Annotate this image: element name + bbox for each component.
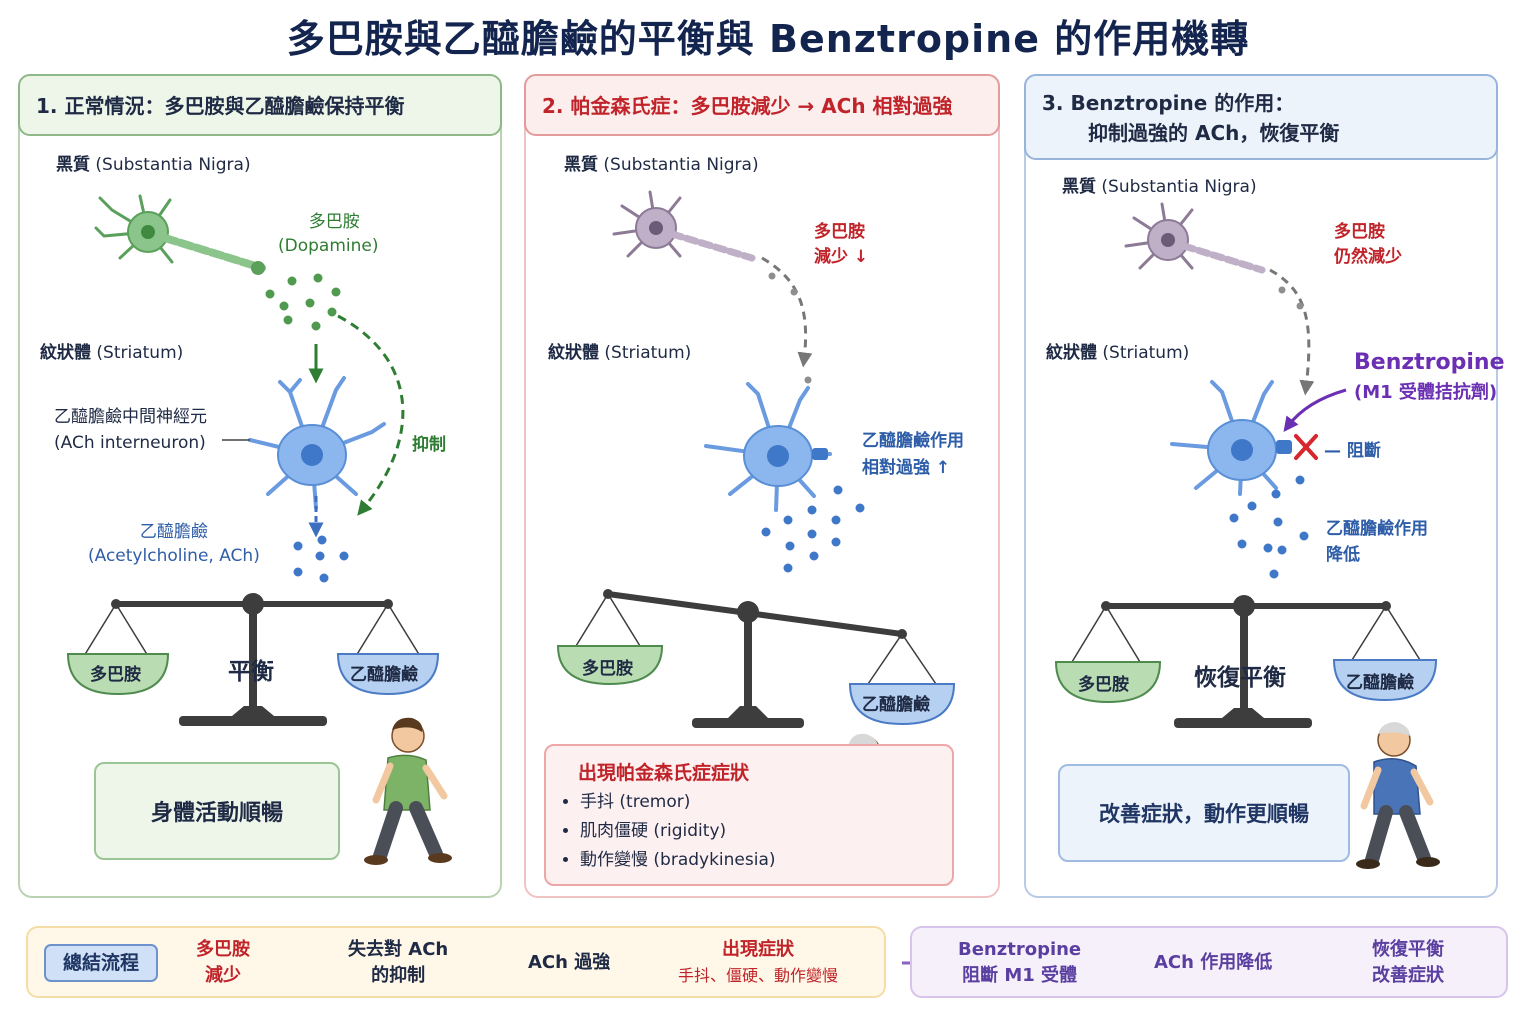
result-box-improved: 改善症狀，動作更順暢 <box>1058 764 1350 862</box>
summary-step-3: ACh 過強 <box>528 952 611 973</box>
symptom-tremor: 手抖 (tremor) <box>580 788 776 817</box>
panel-parkinson: 2. 帕金森氏症：多巴胺減少 → ACh 相對過強 <box>524 74 1000 898</box>
symptoms-heading: 出現帕金森氏症症狀 <box>578 762 750 784</box>
pan-label-dopamine-p3: 多巴胺 <box>1078 675 1129 695</box>
scale-label-restored: 恢復平衡 <box>1194 665 1286 691</box>
reduced-dopamine-arrow-p3 <box>1269 268 1315 396</box>
panel-benztropine: 3. Benztropine 的作用： 抑制過強的 ACh，恢復平衡 <box>1024 74 1498 898</box>
panel-benztropine-heading: 3. Benztropine 的作用： 抑制過強的 ACh，恢復平衡 <box>1024 74 1498 160</box>
ach-interneuron-overactive <box>704 382 832 512</box>
striatum-label-p3: 紋狀體 (Striatum) <box>1046 343 1190 363</box>
ach-interneuron-blocked <box>1170 380 1292 496</box>
block-x-icon <box>1294 434 1318 460</box>
benztropine-arrow <box>1283 388 1347 432</box>
ach-particles-excess <box>761 485 865 573</box>
balance-scale-normal <box>66 593 440 726</box>
summary-step-7: 恢復平衡改善症狀 <box>1372 939 1444 986</box>
symptom-rigidity: 肌肉僵硬 (rigidity) <box>580 817 776 846</box>
summary-step-1: 多巴胺減少 <box>196 939 250 986</box>
dopamine-particles-p3 <box>1278 286 1304 310</box>
panel-normal-heading: 1. 正常情況：多巴胺與乙醯膽鹼保持平衡 <box>18 74 502 136</box>
summary-step-6: ACh 作用降低 <box>1154 952 1273 973</box>
dopamine-particles-reduced <box>768 272 812 384</box>
summary-bar-part1 <box>26 926 886 998</box>
symptoms-box: 出現帕金森氏症症狀 手抖 (tremor) 肌肉僵硬 (rigidity) 動作… <box>544 744 954 886</box>
dopamine-neuron-reduced-p3 <box>1124 202 1266 274</box>
sn-label-p2: 黑質 (Substantia Nigra) <box>564 155 759 175</box>
panel-parkinson-heading: 2. 帕金森氏症：多巴胺減少 → ACh 相對過強 <box>524 74 1000 136</box>
striatum-label-p1: 紋狀體 (Striatum) <box>40 343 184 363</box>
reduced-dopamine-arrow <box>761 256 813 368</box>
walking-person-healthy <box>364 717 452 865</box>
dopamine-particles-normal <box>265 273 341 331</box>
ach-particles-reduced <box>1229 475 1309 579</box>
pan-label-dopamine-p1: 多巴胺 <box>90 665 141 685</box>
summary-step-4: 出現症狀手抖、僵硬、動作變慢 <box>678 939 839 985</box>
ach-label-p1: 乙醯膽鹼(Acetylcholine, ACh) <box>88 522 260 566</box>
benztropine-label: Benztropine(M1 受體拮抗劑) <box>1354 350 1505 403</box>
heading-line-2: 抑制過強的 ACh，恢復平衡 <box>1088 121 1340 145</box>
heading-line-1: 3. Benztropine 的作用： <box>1042 91 1295 115</box>
scale-label-balance: 平衡 <box>228 659 274 685</box>
dopamine-reduced-label: 多巴胺減少 ↓ <box>814 222 869 267</box>
block-label: — 阻斷 <box>1324 441 1381 461</box>
summary-tag: 總結流程 <box>44 944 158 982</box>
dopamine-still-low-label: 多巴胺仍然減少 <box>1334 222 1402 267</box>
balance-scale-tilted <box>556 589 956 728</box>
ach-excess-label: 乙醯膽鹼作用相對過強 ↑ <box>862 431 964 478</box>
sn-label-p1: 黑質 (Substantia Nigra) <box>56 155 251 175</box>
dopamine-neuron-normal <box>94 194 266 275</box>
summary-bar-part2 <box>910 926 1508 998</box>
sn-label-p3: 黑質 (Substantia Nigra) <box>1062 177 1257 197</box>
pan-label-ach-p3: 乙醯膽鹼 <box>1346 673 1414 693</box>
result-box-normal: 身體活動順暢 <box>94 762 340 860</box>
ach-interneuron-normal <box>248 376 386 510</box>
balance-scale-restored <box>1054 595 1438 728</box>
interneuron-label: 乙醯膽鹼中間神經元(ACh interneuron) <box>54 407 207 453</box>
symptom-bradykinesia: 動作變慢 (bradykinesia) <box>580 846 776 875</box>
striatum-label-p2: 紋狀體 (Striatum) <box>548 343 692 363</box>
dopamine-label-p1: 多巴胺(Dopamine) <box>278 212 379 256</box>
symptoms-list: 手抖 (tremor) 肌肉僵硬 (rigidity) 動作變慢 (bradyk… <box>562 788 776 875</box>
pan-label-ach-p2: 乙醯膽鹼 <box>862 695 930 715</box>
page-title: 多巴胺與乙醯膽鹼的平衡與 Benztropine 的作用機轉 <box>286 17 1250 61</box>
inhibit-label: 抑制 <box>412 435 446 455</box>
pan-label-ach-p1: 乙醯膽鹼 <box>350 665 418 685</box>
ach-particles-normal <box>293 535 349 583</box>
inhibit-arrow <box>337 314 405 516</box>
pan-label-dopamine-p2: 多巴胺 <box>582 659 633 679</box>
panel-normal: 1. 正常情況：多巴胺與乙醯膽鹼保持平衡 <box>18 74 502 898</box>
ach-reduced-label: 乙醯膽鹼作用降低 <box>1326 519 1428 565</box>
dopamine-neuron-degenerated <box>612 190 756 262</box>
elderly-person-improved <box>1356 722 1440 869</box>
